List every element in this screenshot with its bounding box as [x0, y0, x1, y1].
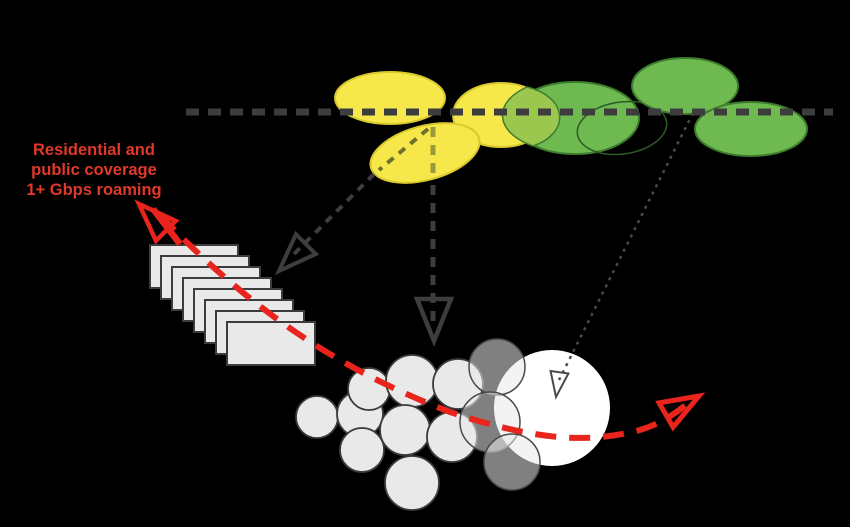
arrow-to-panels-line-over-cell [377, 127, 430, 172]
green-cell-ellipse-2 [631, 57, 739, 115]
annotation-line-2: public coverage [31, 161, 157, 179]
red-roaming-arrow [134, 199, 706, 441]
cloud-circle-translucent [468, 338, 526, 396]
dotted-arrow-to-white-circle [549, 112, 695, 400]
cloud-circle [295, 395, 339, 439]
cloud-circle-translucent [483, 433, 541, 491]
yellow-green-overlap-lens [501, 86, 561, 147]
annotation-line-3: 1+ Gbps roaming [26, 181, 161, 199]
arrow-to-cloud [413, 185, 455, 347]
cloud-circle [379, 404, 431, 456]
arrow-to-panels [274, 172, 376, 276]
dotted-arrow-line [557, 112, 695, 381]
annotation-label: Residential and public coverage 1+ Gbps … [26, 141, 161, 199]
cloud-circle [347, 367, 391, 411]
green-cell-ellipse-outline [576, 100, 668, 156]
cloud-circle [384, 455, 440, 511]
annotation-line-1: Residential and [33, 141, 155, 159]
yellow-cell-ellipse-1 [334, 71, 446, 125]
cloud-circle [339, 427, 385, 473]
small-cell-cloud [295, 338, 610, 511]
arrow-to-panels-line [288, 172, 376, 260]
dotted-arrow-head-icon [549, 369, 570, 400]
red-arrow-head-left-icon [134, 199, 180, 245]
arrow-to-panels-head-icon [274, 230, 320, 276]
red-arrow-head-right-icon [655, 392, 706, 432]
green-cells [501, 57, 808, 157]
red-arrow-curve [157, 212, 689, 441]
arrow-to-cloud-head-icon [413, 296, 455, 347]
panel-sheet [226, 321, 316, 366]
yellow-cell-ellipse-2 [369, 122, 481, 184]
